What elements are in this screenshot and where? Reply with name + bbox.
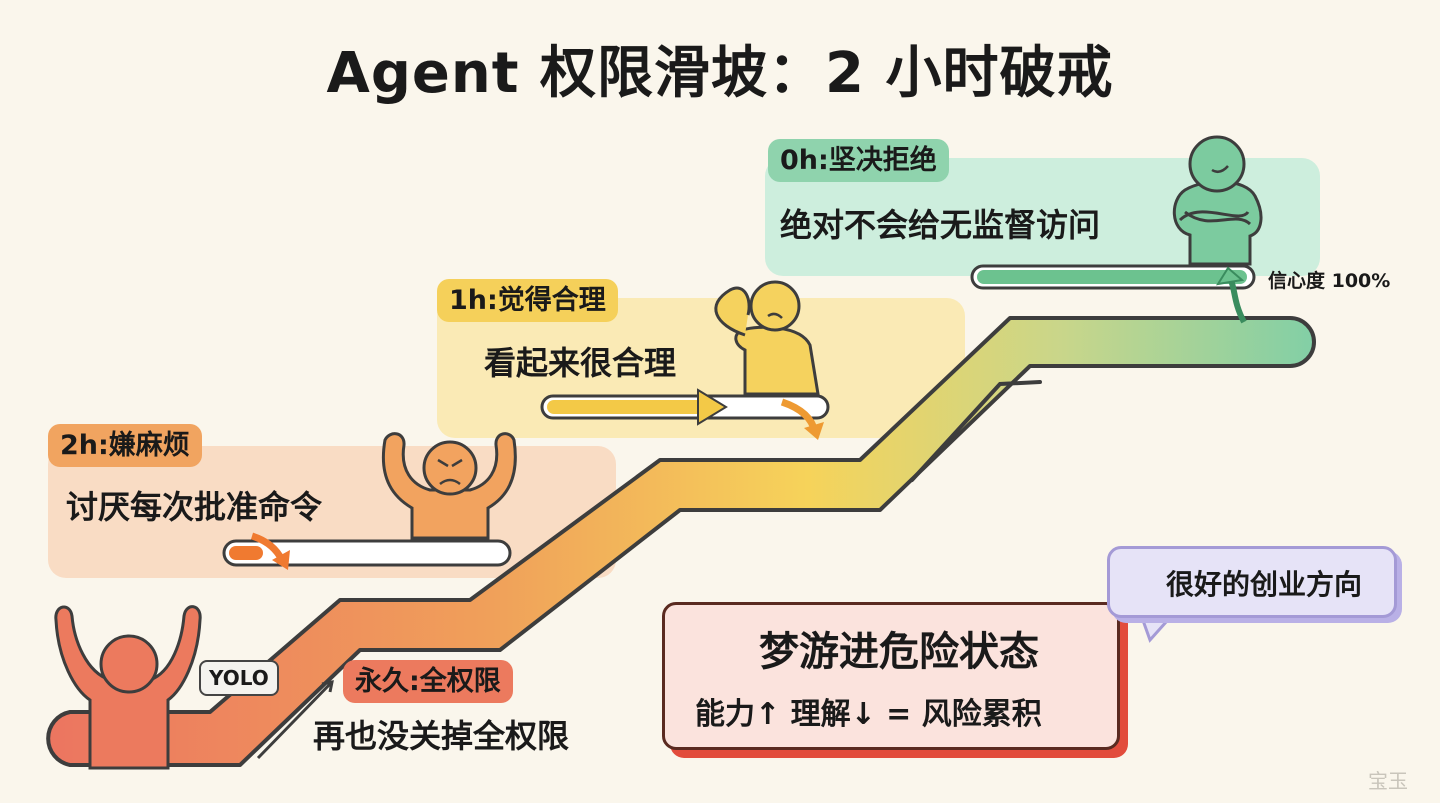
stage-2h-tag: 2h:嫌麻烦 bbox=[48, 424, 202, 468]
idea-bubble: 很好的创业方向 bbox=[1107, 546, 1397, 618]
confidence-label: 信心度 100% bbox=[1268, 270, 1391, 292]
confident-figure-icon bbox=[1172, 135, 1263, 266]
stage-1h-tag: 1h:觉得合理 bbox=[437, 279, 618, 323]
slope-ramp bbox=[46, 316, 1316, 767]
angry-figure-icon bbox=[381, 432, 517, 540]
stage-2h-description: 讨厌每次批准命令 bbox=[66, 488, 323, 526]
page-title: Agent 权限滑坡：2 小时破戒 bbox=[326, 41, 1114, 106]
stage-0h-tag: 0h:坚决拒绝 bbox=[768, 139, 949, 183]
yolo-figure-icon bbox=[54, 605, 202, 770]
puzzled-figure-icon bbox=[714, 280, 820, 396]
watermark: 宝玉 bbox=[1368, 769, 1408, 793]
idea-bubble-text: 很好的创业方向 bbox=[1166, 568, 1363, 601]
warning-box: 梦游进危险状态 能力↑ 理解↓ = 风险累积 bbox=[662, 602, 1120, 750]
stage-0h-description: 绝对不会给无监督访问 bbox=[780, 206, 1101, 244]
stage-1h-description: 看起来很合理 bbox=[484, 344, 677, 382]
stage-forever-description: 再也没关掉全权限 bbox=[313, 717, 570, 755]
warning-subtitle: 能力↑ 理解↓ = 风险累积 bbox=[695, 697, 1042, 732]
yolo-speech-bubble: YOLO bbox=[199, 660, 279, 696]
stage-forever-tag: 永久:全权限 bbox=[343, 660, 513, 704]
warning-title: 梦游进危险状态 bbox=[759, 629, 1039, 675]
